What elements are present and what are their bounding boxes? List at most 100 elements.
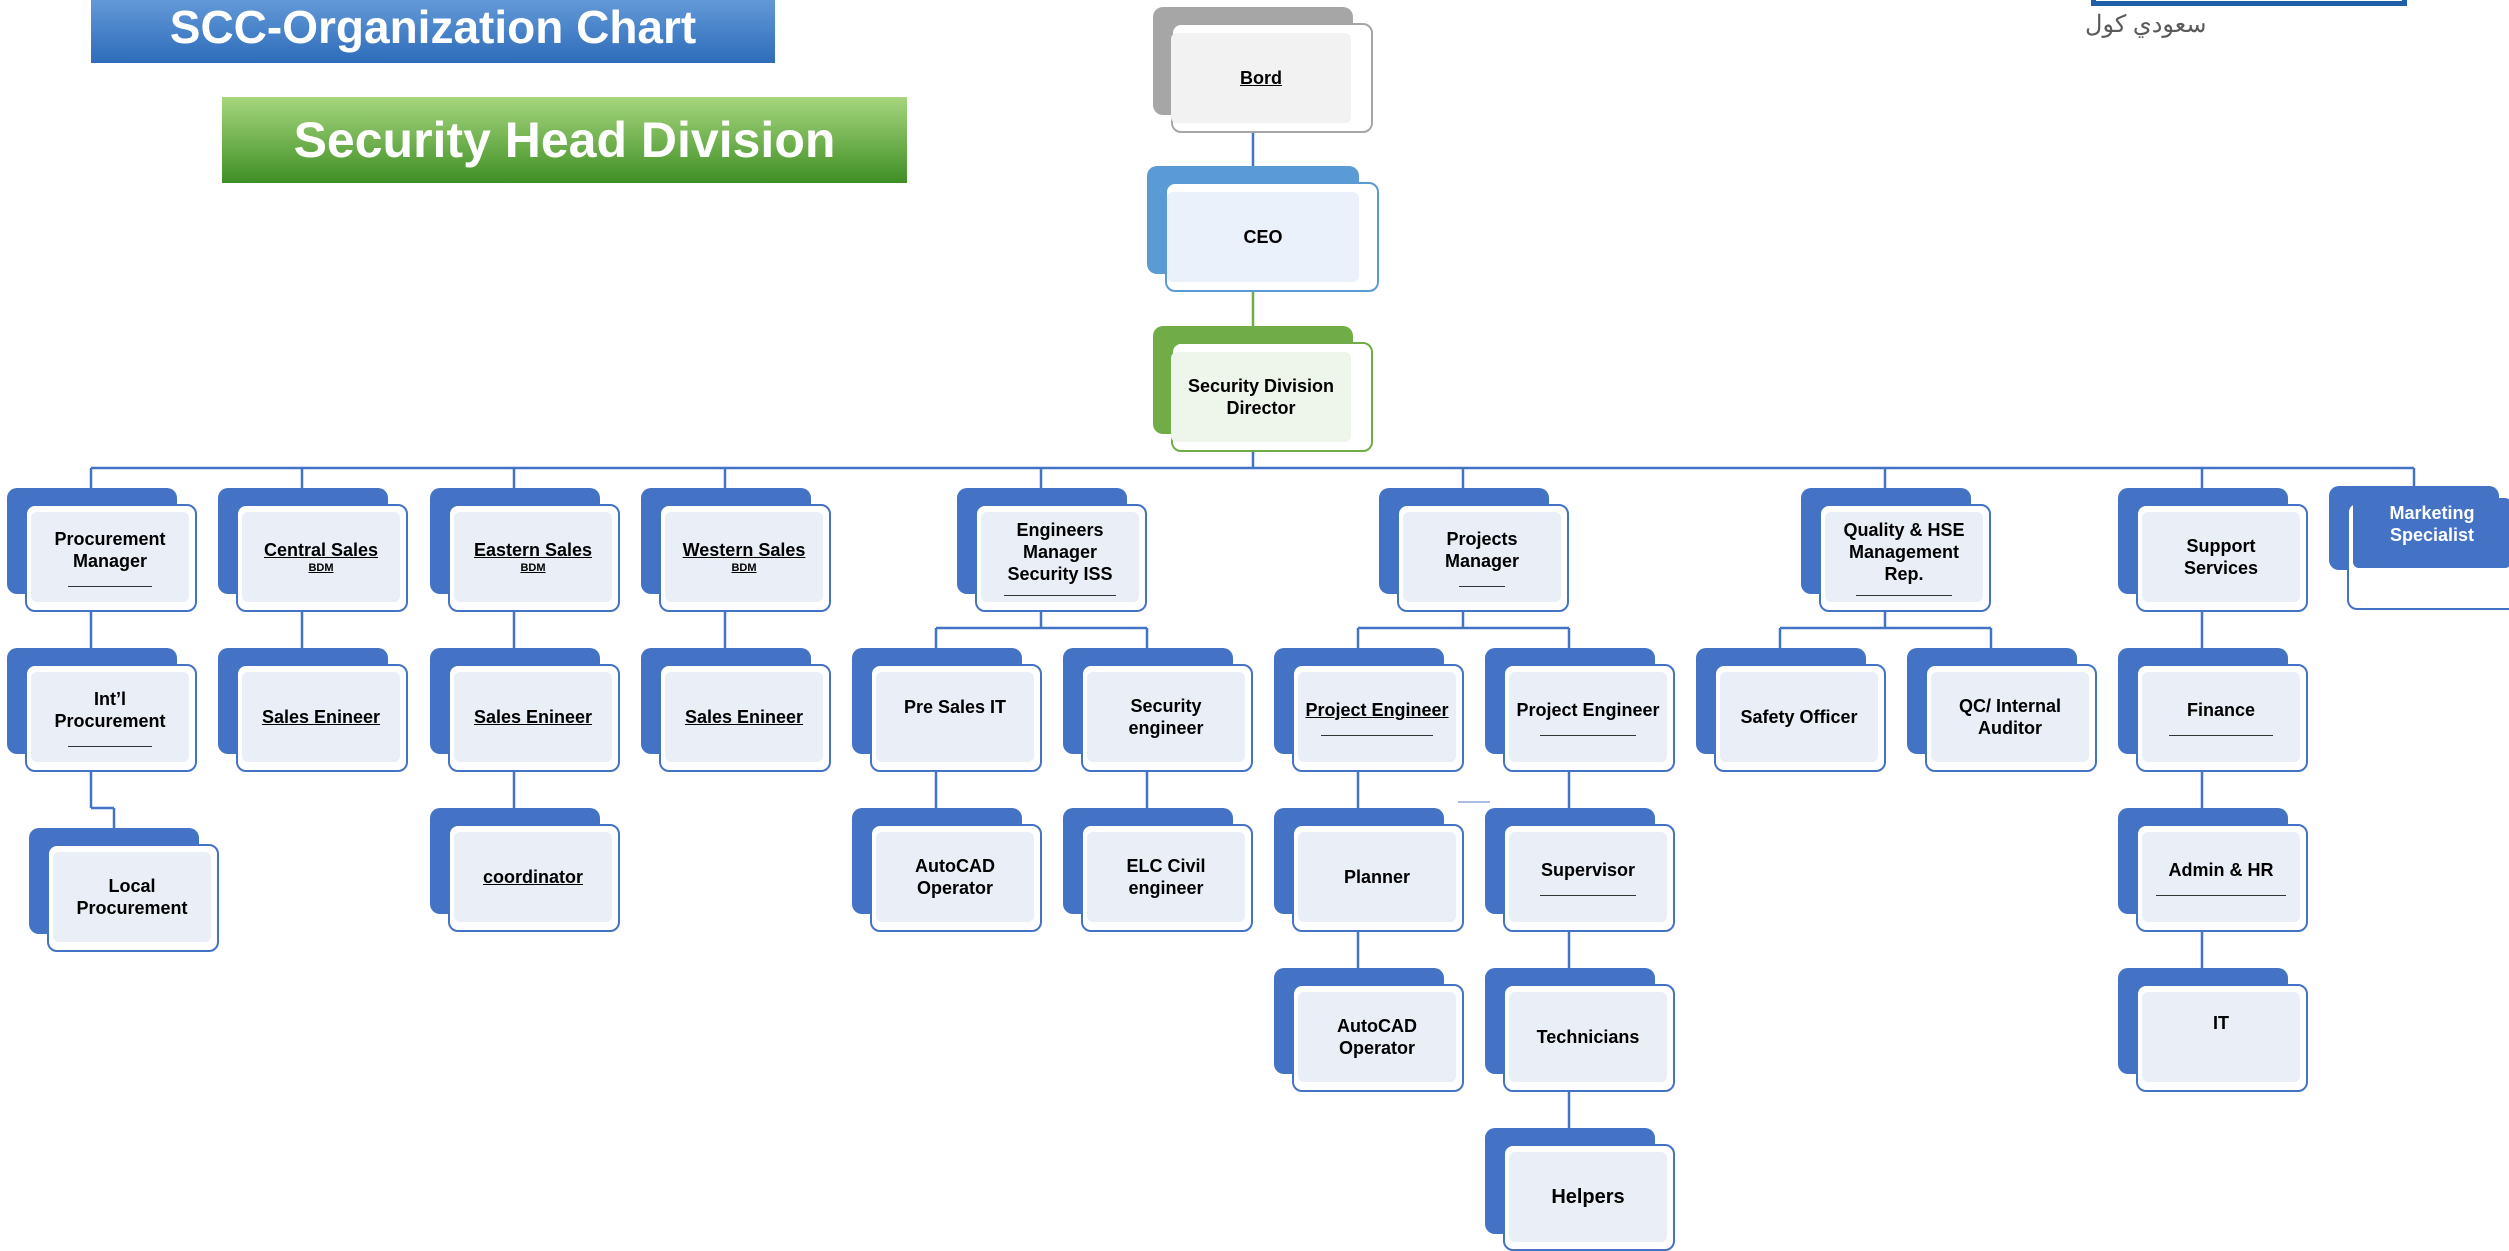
node-label: Admin & HR: [2168, 859, 2274, 880]
node-safety-officer[interactable]: Safety Officer: [1696, 648, 1886, 772]
signature-line: [1321, 734, 1433, 736]
node-support-services[interactable]: Support Services: [2118, 488, 2308, 612]
node-label: Project Engineer: [1516, 699, 1660, 720]
node-western-sales[interactable]: Western Sales BDM: [641, 488, 831, 612]
node-label: Helpers: [1509, 1152, 1667, 1242]
node-western-sales-engineer[interactable]: Sales Enineer: [641, 648, 831, 772]
node-local-procurement[interactable]: Local Procurement: [29, 828, 219, 952]
node-label: Bord: [1171, 33, 1351, 123]
signature-line: [1540, 734, 1636, 736]
signature-line: [1540, 894, 1636, 896]
node-label: QC/ Internal Auditor: [1931, 672, 2089, 762]
node-project-engineer-1[interactable]: Project Engineer: [1274, 648, 1464, 772]
node-label: Projects Manager: [1444, 528, 1520, 571]
node-label: Procurement Manager: [54, 528, 166, 571]
node-label: Sales Enineer: [242, 672, 400, 762]
node-qc-internal-auditor[interactable]: QC/ Internal Auditor: [1907, 648, 2097, 772]
signature-line: [68, 585, 152, 587]
node-label: Local Procurement: [53, 852, 211, 942]
company-logo: سعودي كول: [2085, 0, 2415, 50]
node-label: Security engineer: [1087, 672, 1245, 762]
node-label: Finance: [2186, 699, 2256, 720]
node-label: Engineers Manager Security ISS: [1007, 519, 1113, 584]
node-label: Pre Sales IT: [876, 672, 1034, 762]
signature-line: [2156, 894, 2286, 896]
node-pre-sales-it[interactable]: Pre Sales IT: [852, 648, 1042, 772]
node-label: Eastern Sales: [473, 540, 593, 560]
node-label: Safety Officer: [1720, 672, 1878, 762]
node-body: Western Sales BDM: [665, 512, 823, 602]
node-procurement-manager[interactable]: Procurement Manager: [7, 488, 197, 612]
node-admin-hr[interactable]: Admin & HR: [2118, 808, 2308, 932]
node-label: Project Engineer: [1305, 699, 1449, 720]
node-label: IT: [2142, 992, 2300, 1082]
signature-line: [1459, 585, 1505, 587]
node-intl-procurement[interactable]: Int’l Procurement: [7, 648, 197, 772]
node-label: Marketing Specialist: [2353, 498, 2509, 568]
node-sub-label: BDM: [520, 562, 546, 574]
node-label: Quality & HSE Management Rep.: [1843, 519, 1965, 584]
node-label: Western Sales: [682, 540, 806, 560]
node-eastern-coordinator[interactable]: coordinator: [430, 808, 620, 932]
node-central-sales[interactable]: Central Sales BDM: [218, 488, 408, 612]
node-projects-manager[interactable]: Projects Manager: [1379, 488, 1569, 612]
node-project-engineer-2[interactable]: Project Engineer: [1485, 648, 1675, 772]
node-label: AutoCAD Operator: [1298, 992, 1456, 1082]
node-it[interactable]: IT: [2118, 968, 2308, 1092]
node-ceo[interactable]: CEO: [1147, 166, 1379, 292]
node-finance[interactable]: Finance: [2118, 648, 2308, 772]
node-body: Int’l Procurement: [31, 672, 189, 762]
node-eastern-sales[interactable]: Eastern Sales BDM: [430, 488, 620, 612]
node-body: Project Engineer: [1509, 672, 1667, 762]
node-elc-civil-engineer[interactable]: ELC Civil engineer: [1063, 808, 1253, 932]
signature-line: [68, 745, 152, 747]
signature-line: [1004, 594, 1116, 596]
node-sub-label: BDM: [308, 562, 334, 574]
node-body: Finance: [2142, 672, 2300, 762]
logo-mark: [2091, 0, 2407, 6]
node-quality-hse[interactable]: Quality & HSE Management Rep.: [1801, 488, 1991, 612]
node-planner[interactable]: Planner: [1274, 808, 1464, 932]
node-body: Quality & HSE Management Rep.: [1825, 512, 1983, 602]
node-board[interactable]: Bord: [1153, 7, 1373, 133]
node-supervisor[interactable]: Supervisor: [1485, 808, 1675, 932]
node-label: Planner: [1298, 832, 1456, 922]
node-sub-label: BDM: [731, 562, 757, 574]
node-body: Admin & HR: [2142, 832, 2300, 922]
node-body: Eastern Sales BDM: [454, 512, 612, 602]
node-body: Supervisor: [1509, 832, 1667, 922]
node-body: Procurement Manager: [31, 512, 189, 602]
node-helpers[interactable]: Helpers: [1485, 1128, 1675, 1251]
node-label: Security Division Director: [1171, 352, 1351, 442]
chart-title: SCC-Organization Chart: [91, 0, 775, 63]
node-marketing-specialist[interactable]: Marketing Specialist: [2329, 486, 2509, 610]
node-eastern-sales-engineer[interactable]: Sales Enineer: [430, 648, 620, 772]
node-label: AutoCAD Operator: [876, 832, 1034, 922]
node-engineers-manager[interactable]: Engineers Manager Security ISS: [957, 488, 1147, 612]
node-label: Supervisor: [1540, 859, 1636, 880]
node-label: CEO: [1167, 192, 1359, 282]
node-label: ELC Civil engineer: [1087, 832, 1245, 922]
node-label: Central Sales: [263, 540, 379, 560]
node-security-engineer[interactable]: Security engineer: [1063, 648, 1253, 772]
node-technicians[interactable]: Technicians: [1485, 968, 1675, 1092]
node-label: Int’l Procurement: [54, 688, 166, 731]
node-central-sales-engineer[interactable]: Sales Enineer: [218, 648, 408, 772]
signature-line: [2169, 734, 2273, 736]
signature-line: [1856, 594, 1952, 596]
node-autocad-operator-2[interactable]: AutoCAD Operator: [1274, 968, 1464, 1092]
node-label: Sales Enineer: [454, 672, 612, 762]
node-body: Projects Manager: [1403, 512, 1561, 602]
node-label: Sales Enineer: [665, 672, 823, 762]
node-label: Support Services: [2142, 512, 2300, 602]
node-body: Central Sales BDM: [242, 512, 400, 602]
node-body: Engineers Manager Security ISS: [981, 512, 1139, 602]
node-body: Project Engineer: [1298, 672, 1456, 762]
logo-arabic-text: سعودي كول: [2085, 11, 2207, 38]
node-label: coordinator: [454, 832, 612, 922]
node-security-division-director[interactable]: Security Division Director: [1153, 326, 1373, 452]
node-label: Technicians: [1509, 992, 1667, 1082]
division-title: Security Head Division: [222, 97, 907, 183]
node-autocad-operator-1[interactable]: AutoCAD Operator: [852, 808, 1042, 932]
